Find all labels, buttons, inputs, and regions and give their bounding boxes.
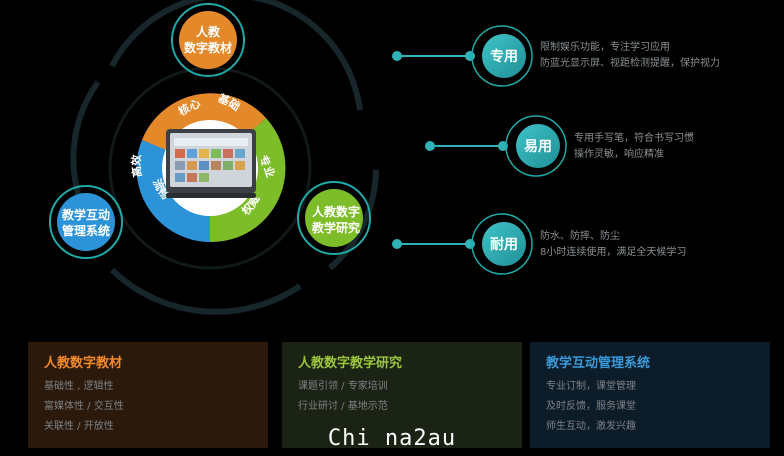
watermark-text: Chi na2au — [327, 426, 457, 451]
feature-connector-2 — [392, 239, 475, 249]
node-digital-materials: 人教 数字教材 — [171, 3, 245, 77]
feature-desc-2: 防水、防摔、防尘 8小时连续使用，满足全天候学习 — [540, 229, 686, 261]
info-card-line: 专业订制，课堂管理 — [546, 381, 636, 392]
feature-badge-0-label: 专用 — [490, 48, 518, 65]
feature-badge-1: 易用 — [505, 115, 567, 177]
outer-ring-arc-top — [109, 0, 363, 111]
info-card-line: 课题引领 / 专家培训 — [298, 381, 388, 392]
info-card-teaching-research: 人教数字教学研究 课题引领 / 专家培训 行业研讨 / 基地示范 — [282, 342, 522, 448]
feature-desc-1-line1: 专用手写笔，符合书写习惯 — [574, 133, 694, 144]
info-card-digital-materials: 人教数字教材 基础性 , 逻辑性 富媒体性 / 交互性 关联性 / 开放性 — [28, 342, 268, 448]
info-card-title: 教学互动管理系统 — [546, 356, 651, 371]
node-teaching-research-line1: 人教数字 — [312, 204, 360, 219]
feature-connector-1 — [425, 141, 508, 151]
feature-desc-0-line2: 防蓝光显示屏、视距检测提醒，保护视力 — [540, 58, 720, 69]
tablet-app-tiles — [175, 149, 245, 182]
info-card-line: 行业研讨 / 基地示范 — [298, 401, 388, 412]
node-interaction-system-line1: 教学互动 — [61, 207, 110, 222]
node-interaction-system-line2: 管理系统 — [62, 223, 110, 238]
info-card-line: 富媒体性 / 交互性 — [44, 401, 124, 412]
node-interaction-system: 教学互动 管理系统 — [49, 185, 123, 259]
node-teaching-research-line2: 教学研究 — [311, 220, 360, 235]
feature-desc-0-line1: 限制娱乐功能，专注学习应用 — [540, 42, 670, 53]
node-teaching-research: 人教数字 教学研究 — [297, 181, 371, 255]
info-card-title: 人教数字教学研究 — [298, 356, 403, 371]
info-card-line: 基础性 , 逻辑性 — [44, 381, 114, 392]
feature-badge-0: 专用 — [471, 25, 533, 87]
feature-desc-1-line2: 操作灵敏，响应精准 — [574, 149, 664, 160]
node-digital-materials-line1: 人教 — [196, 24, 221, 39]
info-card-title: 人教数字教材 — [44, 356, 123, 371]
feature-desc-1: 专用手写笔，符合书写习惯 操作灵敏，响应精准 — [574, 131, 694, 163]
feature-badge-2-label: 耐用 — [490, 236, 518, 253]
outer-ring-arc-bottom — [109, 267, 302, 315]
tablet-device — [166, 129, 256, 198]
feature-desc-2-line1: 防水、防摔、防尘 — [540, 231, 620, 242]
feature-desc-0: 限制娱乐功能，专注学习应用 防蓝光显示屏、视距检测提醒，保护视力 — [540, 40, 720, 72]
feature-connector-0 — [392, 51, 475, 61]
feature-desc-2-line2: 8小时连续使用，满足全天候学习 — [540, 247, 687, 258]
outer-ring-arc-right — [328, 169, 379, 271]
feature-badge-1-label: 易用 — [524, 139, 552, 155]
info-card-line: 关联性 / 开放性 — [44, 421, 114, 432]
node-digital-materials-line2: 数字教材 — [184, 40, 232, 55]
info-card-interaction-system: 教学互动管理系统 专业订制，课堂管理 及时反馈，服务课堂 师生互动，激发兴趣 — [530, 342, 770, 448]
info-card-line: 及时反馈，服务课堂 — [546, 401, 636, 412]
feature-badge-2: 耐用 — [471, 213, 533, 275]
outer-ring-arc-left — [70, 80, 101, 201]
info-card-line: 师生互动，激发兴趣 — [546, 421, 636, 432]
